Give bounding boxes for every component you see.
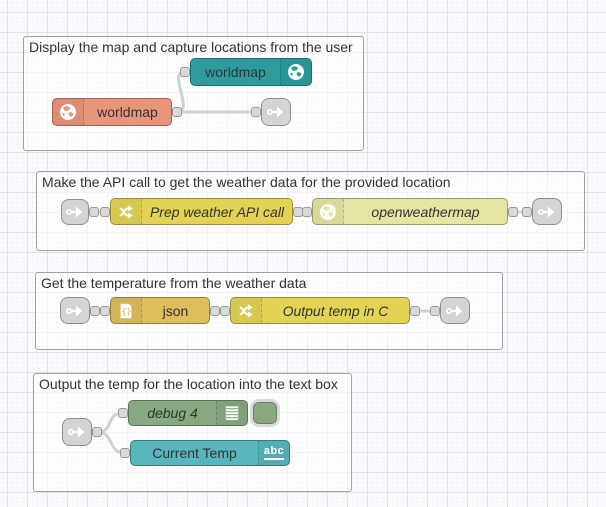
debug-toggle-button[interactable] bbox=[253, 402, 277, 424]
node-label: Prep weather API call bbox=[149, 203, 285, 220]
link-in-node-3[interactable] bbox=[60, 297, 90, 324]
debug-list-icon bbox=[216, 401, 247, 425]
globe-icon bbox=[53, 99, 84, 125]
shuffle-icon bbox=[231, 298, 262, 323]
svg-text:{}: {} bbox=[122, 306, 132, 316]
link-icon bbox=[262, 99, 290, 125]
port-in[interactable] bbox=[120, 448, 130, 458]
link-icon bbox=[533, 199, 561, 224]
port-in[interactable] bbox=[251, 107, 261, 117]
link-icon bbox=[61, 298, 89, 323]
node-label: Current Temp bbox=[152, 445, 237, 461]
shuffle-icon bbox=[111, 199, 142, 224]
port-out[interactable] bbox=[92, 427, 102, 437]
openweathermap-node[interactable]: openweathermap bbox=[312, 198, 508, 225]
change-node-prep-weather[interactable]: Prep weather API call bbox=[110, 198, 293, 225]
json-icon: {} bbox=[111, 298, 142, 323]
port-in[interactable] bbox=[430, 305, 440, 316]
worldmap-out-node[interactable]: worldmap bbox=[52, 98, 172, 126]
group-title: Get the temperature from the weather dat… bbox=[41, 275, 307, 291]
link-icon bbox=[62, 200, 88, 224]
port-out[interactable] bbox=[172, 107, 182, 117]
change-node-output-temp[interactable]: Output temp in C bbox=[230, 297, 410, 324]
link-icon bbox=[63, 419, 91, 445]
worldmap-in-node[interactable]: worldmap bbox=[190, 58, 312, 86]
node-label: worldmap bbox=[205, 64, 266, 80]
node-label: openweathermap bbox=[371, 203, 480, 220]
port-in[interactable] bbox=[118, 408, 128, 418]
ui-text-node[interactable]: Current Temp abc bbox=[130, 440, 290, 466]
link-out-node-3[interactable] bbox=[440, 297, 470, 324]
debug-node[interactable]: debug 4 bbox=[128, 400, 248, 426]
port-out[interactable] bbox=[90, 305, 100, 316]
group-title: Display the map and capture locations fr… bbox=[29, 39, 353, 55]
port-in[interactable] bbox=[220, 305, 230, 316]
node-label: worldmap bbox=[97, 104, 158, 120]
flow-group-1[interactable]: Display the map and capture locations fr… bbox=[23, 36, 364, 151]
abc-icon: abc bbox=[258, 441, 289, 465]
node-label: Output temp in C bbox=[282, 302, 389, 319]
globe-icon bbox=[280, 59, 311, 85]
link-out-node-1[interactable] bbox=[261, 98, 291, 126]
port-out[interactable] bbox=[508, 206, 518, 217]
port-out[interactable] bbox=[410, 305, 420, 316]
globe-icon bbox=[313, 199, 344, 224]
group-title: Make the API call to get the weather dat… bbox=[42, 174, 451, 190]
node-label: json bbox=[162, 302, 189, 319]
port-in[interactable] bbox=[302, 206, 312, 217]
port-out[interactable] bbox=[89, 207, 99, 217]
group-title: Output the temp for the location into th… bbox=[39, 376, 338, 392]
link-icon bbox=[441, 298, 469, 323]
port-in[interactable] bbox=[522, 206, 532, 217]
node-label: debug 4 bbox=[147, 405, 198, 421]
json-node[interactable]: {} json bbox=[110, 297, 210, 324]
port-out[interactable] bbox=[210, 305, 220, 316]
port-in[interactable] bbox=[100, 206, 110, 217]
link-in-node-4[interactable] bbox=[62, 418, 92, 446]
port-in[interactable] bbox=[180, 67, 190, 77]
link-in-node-2[interactable] bbox=[61, 199, 89, 225]
link-out-node-2[interactable] bbox=[532, 198, 562, 225]
port-in[interactable] bbox=[100, 305, 110, 316]
